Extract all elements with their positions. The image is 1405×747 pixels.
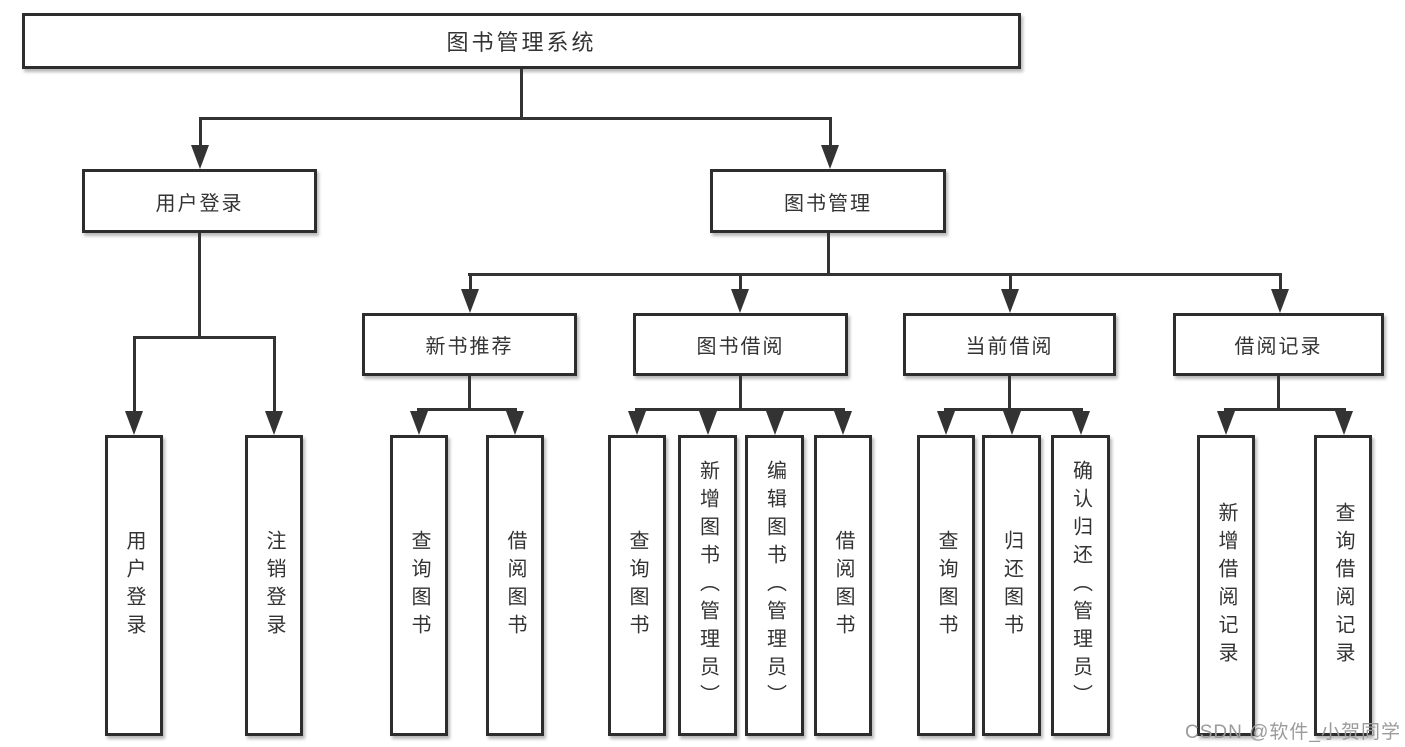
connector-line <box>1278 273 1282 293</box>
connector-line <box>132 336 276 339</box>
arrowhead-icon <box>1001 289 1019 313</box>
arrowhead-icon <box>125 411 143 435</box>
leaf-borrow-books-recommend: 借阅图书 <box>486 435 544 736</box>
connector-line <box>519 69 523 118</box>
arrowhead-icon <box>461 289 479 313</box>
leaf-query-books-current: 查询图书 <box>917 435 975 736</box>
arrowhead-icon <box>731 289 749 313</box>
arrowhead-icon <box>834 411 852 435</box>
connector-line <box>417 408 517 411</box>
connector-line <box>1277 376 1280 410</box>
connector-line <box>198 233 201 339</box>
arrowhead-icon <box>1335 411 1353 435</box>
connector-line <box>272 336 276 414</box>
leaf-query-books-borrow: 查询图书 <box>608 435 666 736</box>
connector-line <box>199 117 832 120</box>
connector-line <box>132 336 136 414</box>
arrowhead-icon <box>821 145 839 169</box>
arrowhead-icon <box>506 411 524 435</box>
arrowhead-icon <box>410 411 428 435</box>
arrowhead-icon <box>191 145 209 169</box>
arrowhead-icon <box>1217 411 1235 435</box>
connector-line <box>635 408 845 411</box>
csdn-watermark: CSDN @软件_小贺同学 <box>1185 722 1401 743</box>
leaf-borrow-books: 借阅图书 <box>814 435 872 736</box>
node-book-borrow: 图书借阅 <box>633 313 848 376</box>
connector-line <box>198 117 202 150</box>
connector-line <box>1008 376 1011 410</box>
connector-line <box>1224 408 1346 411</box>
arrowhead-icon <box>265 411 283 435</box>
leaf-logout: 注销登录 <box>245 435 303 736</box>
connector-line <box>468 273 472 293</box>
node-current-borrow: 当前借阅 <box>903 313 1116 376</box>
leaf-query-books-recommend: 查询图书 <box>390 435 448 736</box>
connector-line <box>1008 273 1012 293</box>
arrowhead-icon <box>628 411 646 435</box>
arrowhead-icon <box>1271 289 1289 313</box>
node-system-root: 图书管理系统 <box>22 13 1021 69</box>
arrowhead-icon <box>1003 411 1021 435</box>
arrowhead-icon <box>699 411 717 435</box>
arrowhead-icon <box>766 411 784 435</box>
connector-line <box>944 408 1083 411</box>
connector-line <box>468 376 471 410</box>
node-user-login: 用户登录 <box>82 169 317 233</box>
leaf-add-books-admin: 新增图书（管理员） <box>678 435 737 736</box>
connector-line <box>826 233 830 276</box>
connector-line <box>468 273 1282 276</box>
node-new-book-recommend: 新书推荐 <box>362 313 577 376</box>
node-book-management: 图书管理 <box>710 169 946 233</box>
connector-line <box>828 117 832 150</box>
leaf-return-books: 归还图书 <box>982 435 1041 736</box>
arrowhead-icon <box>1072 411 1090 435</box>
connector-line <box>738 273 742 293</box>
leaf-add-borrow-record: 新增借阅记录 <box>1197 435 1255 736</box>
leaf-query-borrow-record: 查询借阅记录 <box>1314 435 1372 736</box>
node-borrow-records: 借阅记录 <box>1173 313 1384 376</box>
leaf-edit-books-admin: 编辑图书（管理员） <box>745 435 804 736</box>
arrowhead-icon <box>937 411 955 435</box>
leaf-user-login: 用户登录 <box>105 435 163 736</box>
leaf-confirm-return-admin: 确认归还（管理员） <box>1051 435 1110 736</box>
connector-line <box>739 376 742 410</box>
